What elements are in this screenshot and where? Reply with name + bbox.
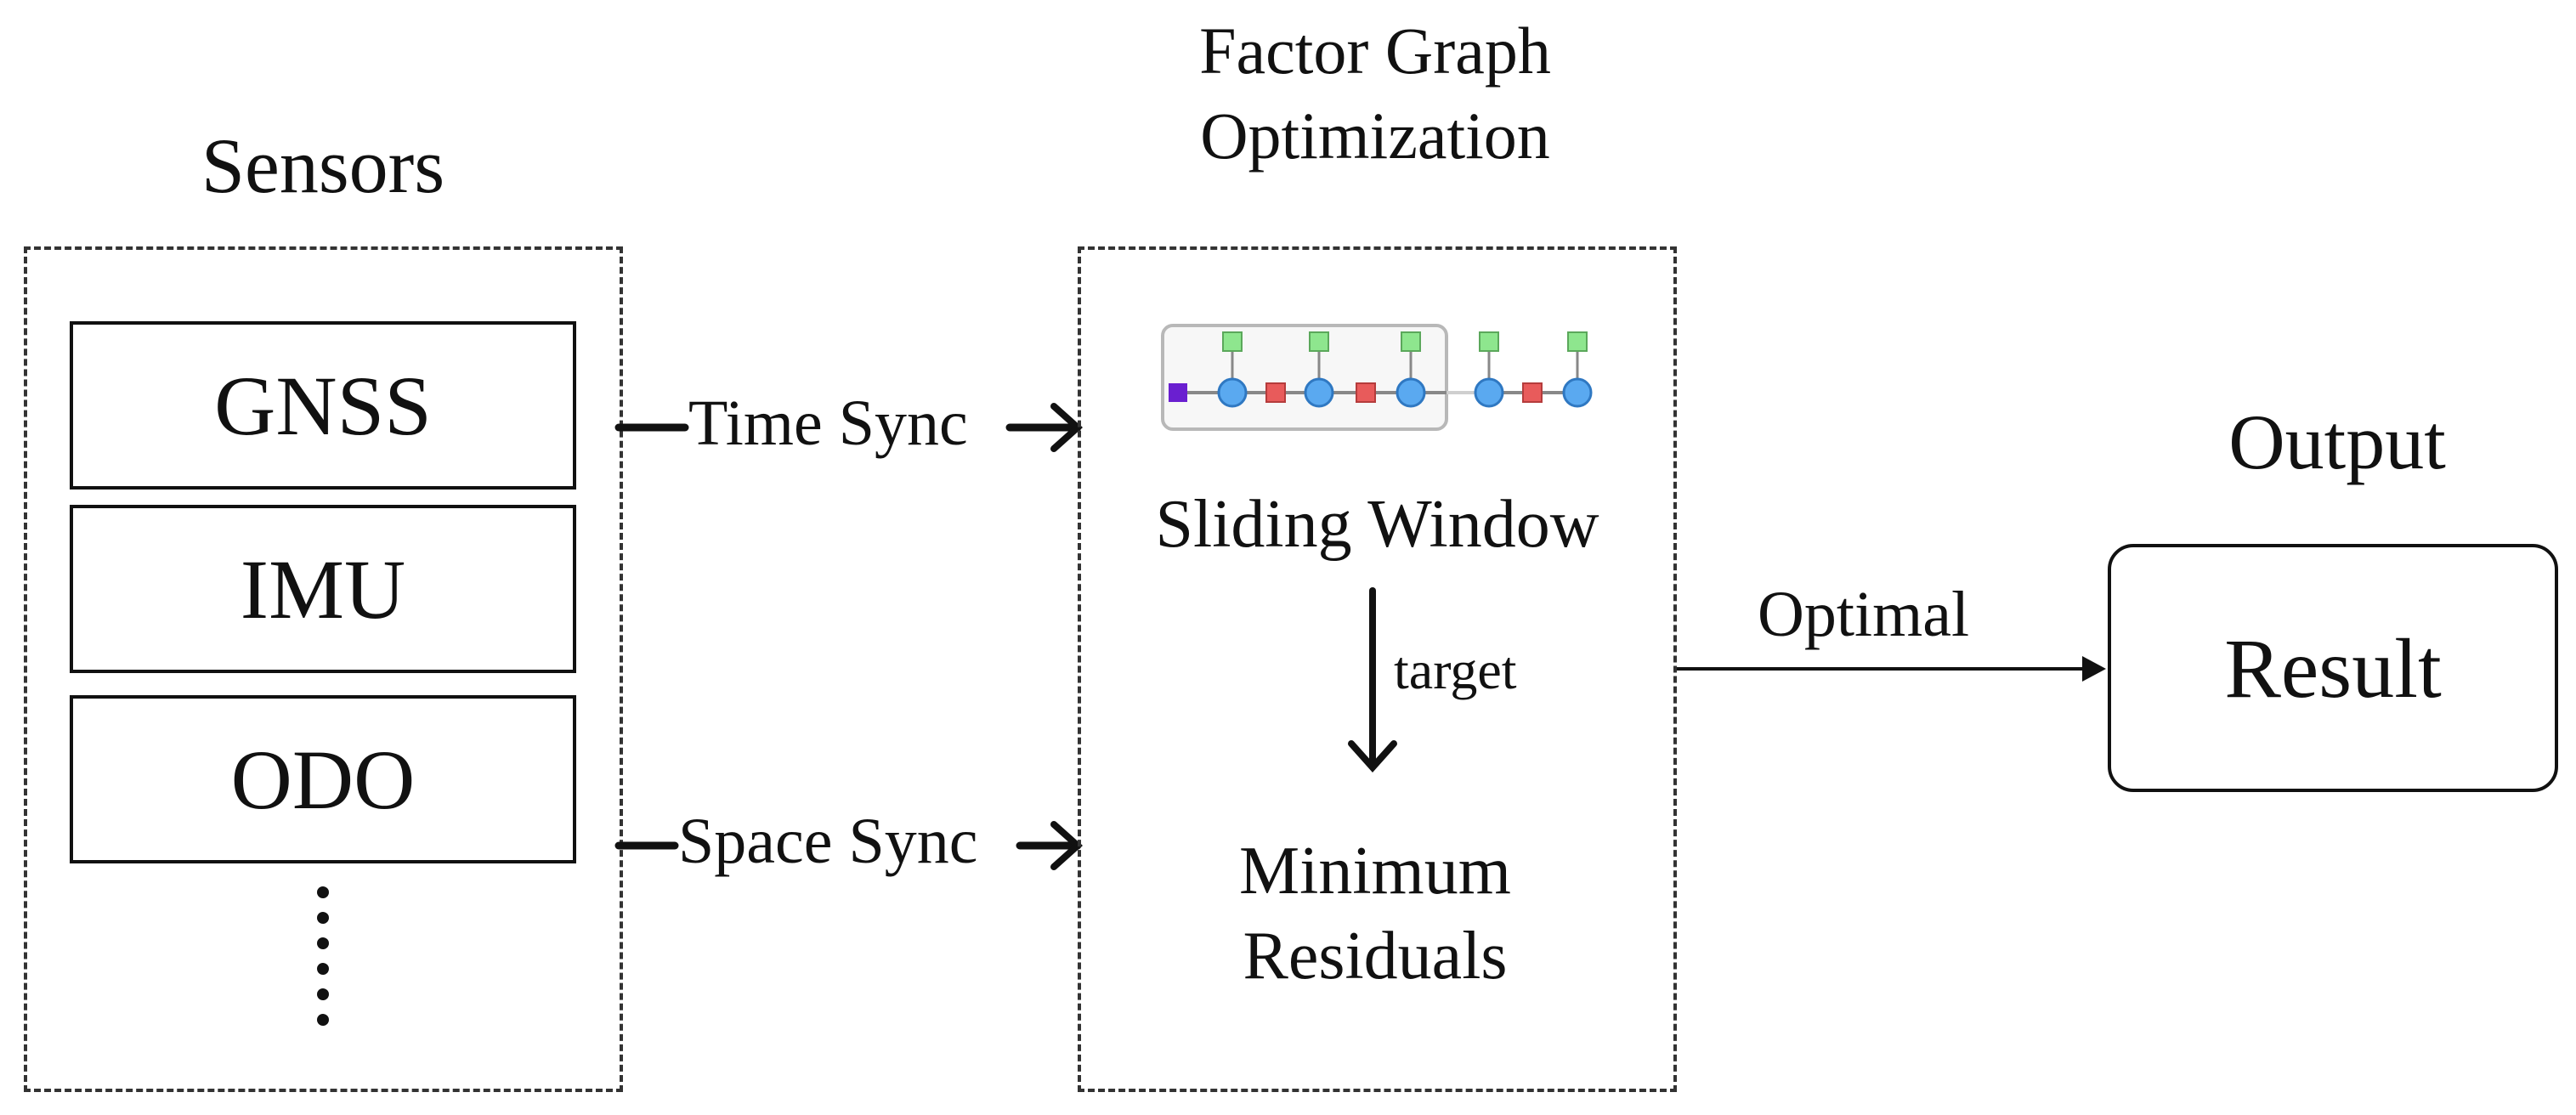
output-title: Output: [2228, 399, 2446, 485]
sensor-gnss-label: GNSS: [214, 358, 432, 453]
sensor-imu-label: IMU: [240, 541, 406, 637]
target-label: target: [1394, 640, 1517, 700]
factor-graph-icon: [1161, 324, 1593, 431]
sensor-odo: ODO: [70, 695, 576, 863]
sensor-gnss: GNSS: [70, 321, 576, 490]
optimization-title-line2: Optimization: [1200, 99, 1550, 173]
time-sync-label: Time Sync: [688, 388, 968, 459]
minimum-residuals-line2: Residuals: [1243, 919, 1508, 993]
optimization-group: [1078, 246, 1677, 1092]
optimal-arrow: [1676, 656, 2106, 682]
result-box: Result: [2108, 544, 2558, 792]
sensors-title: Sensors: [201, 122, 445, 209]
sliding-window-label: Sliding Window: [1155, 487, 1599, 562]
result-label: Result: [2224, 620, 2442, 716]
sensor-odo-label: ODO: [230, 732, 416, 827]
optimal-label: Optimal: [1758, 579, 1970, 650]
variable-node-icons: [1217, 377, 1593, 408]
minimum-residuals-line1: Minimum: [1238, 834, 1512, 908]
sensors-group: [24, 246, 623, 1092]
more-sensors-dots: [317, 886, 329, 1026]
prior-factor-icon: [1169, 383, 1187, 402]
binary-factor-icons: [1265, 382, 1543, 403]
target-arrow: [1348, 587, 1397, 773]
space-sync-label: Space Sync: [678, 806, 978, 877]
unary-factor-icons: [1222, 331, 1588, 352]
sensor-imu: IMU: [70, 505, 576, 673]
optimization-title-line1: Factor Graph: [1199, 14, 1551, 88]
